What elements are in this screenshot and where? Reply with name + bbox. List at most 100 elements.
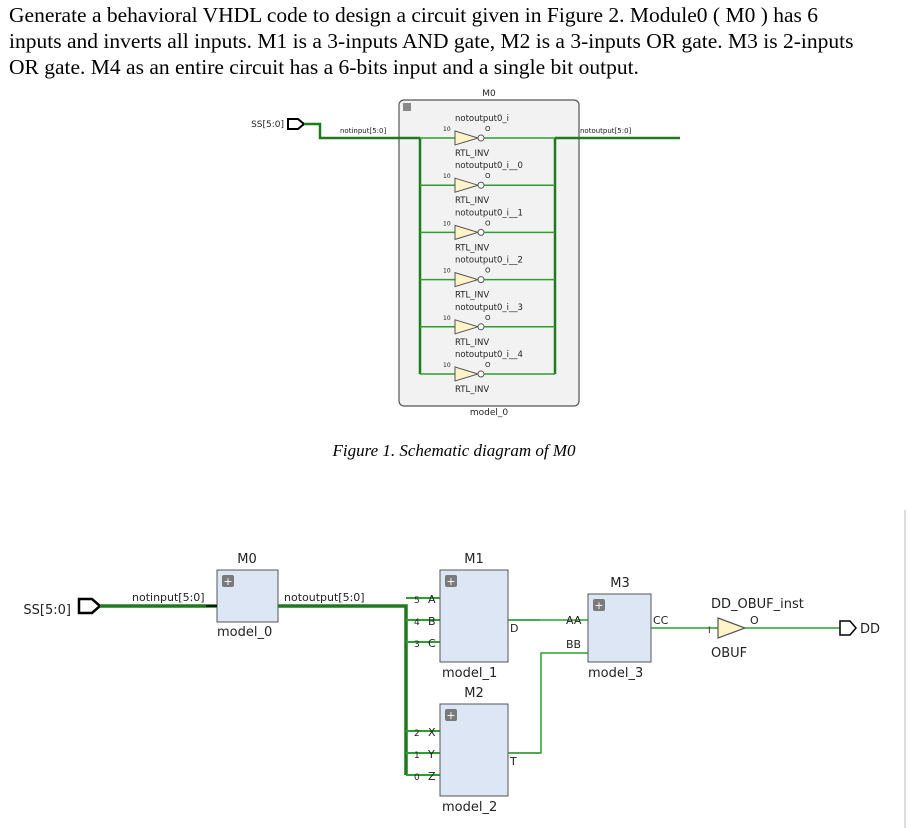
m0-expand-icon[interactable] [222,575,234,587]
inverter-icon [454,271,480,288]
m2-pin-y-bit: 1 [414,751,420,761]
m2-pin-x-bit: 2 [414,729,420,739]
m0-expand-symbol: + [223,575,232,588]
obuf-inst-name: DD_OBUF_inst [711,597,804,612]
inverter-bubble-icon [477,370,485,378]
inverter-icon [454,130,480,146]
inverter-bit-label: 10 [443,315,451,322]
inverter-instance-name: notoutput0_i__2 [455,256,523,266]
inverter-bit-label: 10 [443,362,451,369]
m2-name: model_2 [442,800,497,815]
m2-pin-z: Z [428,770,436,783]
m1-out-label: D [510,622,518,635]
net-t-to-bb[interactable] [508,652,588,754]
fig2-input-port-icon[interactable] [77,597,102,615]
m3-expand-symbol: + [594,599,603,612]
m3-title: M3 [610,576,630,591]
obuf-in-pin: I [708,626,711,636]
inverter-icon [454,366,480,382]
m1-expand-symbol: + [446,575,455,588]
obuf-type: OBUF [711,646,747,661]
fig2-bus-taps [406,597,440,776]
m2-expand-symbol: + [446,709,455,722]
m1-title: M1 [464,552,484,567]
m1-pin-b-bit: 4 [414,618,420,628]
m1-name: model_1 [442,666,497,681]
inverter-icon [454,177,480,193]
fig1-input-port-icon[interactable] [287,118,306,130]
m3-out-label: CC [653,614,669,627]
inverter-cell-type: RTL_INV [455,338,489,348]
m0-name: model_0 [217,625,272,640]
obuf-out-pin: O [750,614,759,627]
fig1-input-port-label: SS[5:0] [251,120,284,130]
inverter-cell-type: RTL_INV [455,196,489,206]
m2-pin-x: X [428,726,436,739]
inverter-bubble-icon [477,181,485,189]
m2-pin-y: Y [427,748,435,761]
inverter-cell-type: RTL_INV [455,243,489,253]
fig2-output-port-icon[interactable] [839,620,857,636]
inverter-out-pin: O [485,125,491,133]
m0-module-title: M0 [482,89,496,99]
fig2-output-port-label: DD [860,622,880,637]
inverter-out-pin: O [485,361,491,369]
problem-line-2: inputs and inverts all inputs. M1 is a 3… [9,29,854,53]
m3-pin-bb: BB [566,638,581,651]
inverter-cell-5[interactable]: notoutput0_i__4 10 O RTL_INV [420,350,555,395]
m2-pin-z-bit: 0 [414,773,420,783]
m3-pin-aa: AA [566,614,582,627]
obuf-buffer-icon[interactable] [717,617,747,639]
inverter-cell-type: RTL_INV [455,385,489,395]
figure-1-caption: Figure 1. Schematic diagram of M0 [332,441,576,460]
m0-module-icon [403,103,411,111]
inverter-instance-name: notoutput0_i__3 [455,303,523,313]
inverter-bit-label: 10 [443,126,451,133]
m1-expand-icon[interactable] [445,575,457,587]
inverter-out-pin: O [485,219,491,227]
m2-out-label: T [509,755,517,768]
inverter-bubble-icon [477,228,485,236]
inverter-icon [454,224,480,241]
m1-pin-b: B [428,615,436,628]
inverter-cell-1[interactable]: notoutput0_i__0 10 O RTL_INV [420,161,555,206]
fig2-input-port-label: SS[5:0] [23,603,71,618]
inverter-out-pin: O [485,314,491,322]
fig1-input-bus[interactable] [304,122,404,140]
inverter-instance-name: notoutput0_i [455,114,509,124]
m3-expand-icon[interactable] [593,599,605,611]
problem-line-3: OR gate. M4 as an entire circuit has a 6… [9,55,639,79]
fig1-input-net-label: notinput[5:0] [340,127,386,135]
figure-2-schematic: SS[5:0] notinput[5:0] M0 + model_0 notou… [23,510,906,828]
inverter-bubble-icon [477,134,485,142]
inverter-bit-label: 10 [443,173,451,180]
figure-1-schematic: M0 model_0 SS[5:0] notinput[5:0] notoutp… [251,89,680,418]
inverter-instance-name: notoutput0_i__0 [455,161,523,171]
m0-module-box[interactable] [398,99,580,407]
problem-line-1: Generate a behavioral VHDL code to desig… [9,3,819,27]
inverter-bit-label: 10 [443,268,451,275]
m3-name: model_3 [588,666,643,681]
m2-title: M2 [464,686,484,701]
m1-pin-c: C [428,637,436,650]
inverter-cell-type: RTL_INV [455,291,489,301]
fig1-output-net-label: notoutput[5:0] [580,127,632,135]
inverter-out-pin: O [485,172,491,180]
inverter-cell-0[interactable]: notoutput0_i 10 O RTL_INV [420,114,555,159]
m0-module-name: model_0 [470,408,509,418]
m2-expand-icon[interactable] [445,709,457,721]
fig2-notoutput-bus[interactable] [278,604,408,775]
fig2-input-net-label: notinput[5:0] [132,591,205,604]
inverter-instance-name: notoutput0_i__4 [455,350,523,360]
problem-statement: Generate a behavioral VHDL code to desig… [9,2,899,80]
inverter-cell-type: RTL_INV [455,149,489,159]
fig2-output-net-label: notoutput[5:0] [284,591,365,604]
inverter-cell-4[interactable]: notoutput0_i__3 10 O RTL_INV [420,303,555,348]
inverter-icon [454,319,480,335]
inverter-bubble-icon [477,276,485,284]
inverter-bubble-icon [477,323,485,331]
